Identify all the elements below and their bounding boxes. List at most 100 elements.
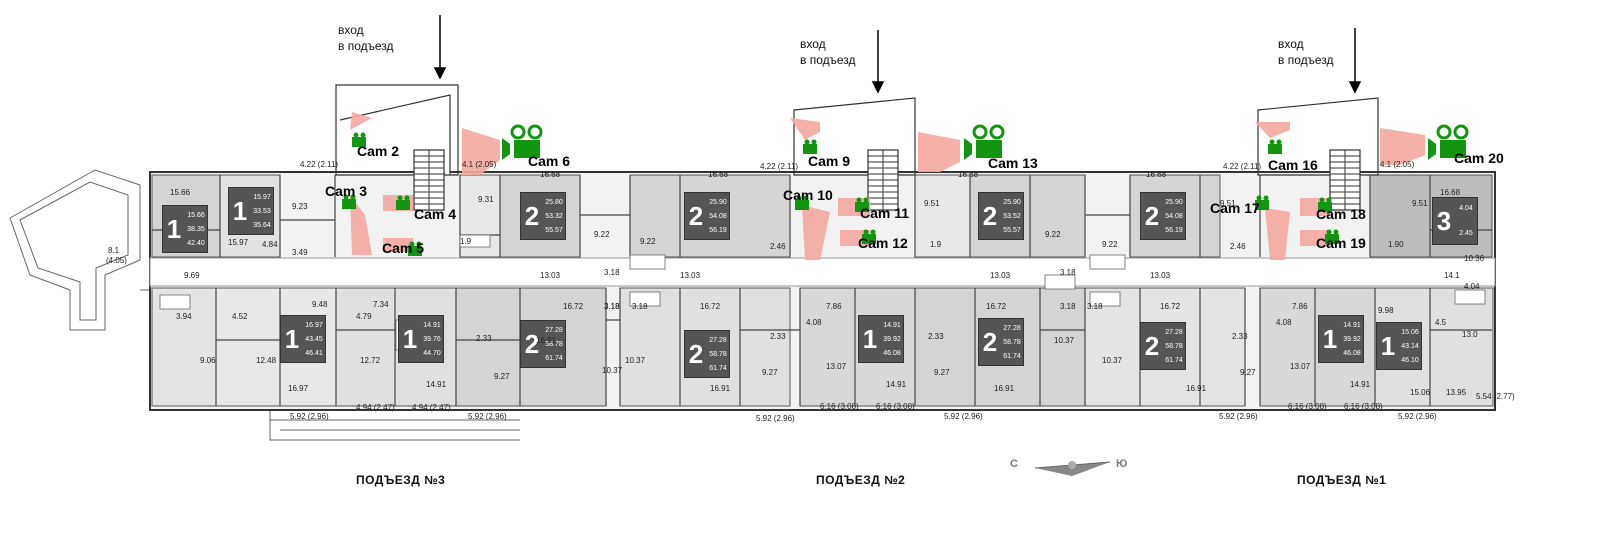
room-area-label: 13.03 <box>990 271 1011 280</box>
room-area-label: 15.66 <box>170 188 191 197</box>
room-area-label: 3.18 <box>1087 302 1103 311</box>
camera-label: Cam 12 <box>858 235 908 251</box>
camera-label: Cam 19 <box>1316 235 1366 251</box>
apartment-area-value: 46.41 <box>305 349 323 357</box>
room-area-label: 10.37 <box>1102 356 1123 365</box>
entrance-label-line2: в подъезд <box>1278 53 1334 67</box>
apartment-room-count: 1 <box>1322 323 1338 354</box>
apartment-area-value: 39.92 <box>883 335 901 343</box>
room-area-label: 5.92 (2.96) <box>468 412 507 421</box>
room-area-label: 14.91 <box>1350 380 1371 389</box>
room-area-label: 14.1 <box>1444 271 1460 280</box>
room-area-label: 9.22 <box>640 237 656 246</box>
compass-north: С <box>1010 458 1018 470</box>
room-area-label: 9.06 <box>200 356 216 365</box>
apartment-area-value: 27.28 <box>709 336 727 344</box>
room-area-label: 9.22 <box>1045 230 1061 239</box>
room-area-label: 2.46 <box>770 242 786 251</box>
apartment-area-value: 54.08 <box>709 212 727 220</box>
room-area-label: 1.9 <box>930 240 942 249</box>
camera-fov-cones <box>350 112 1425 260</box>
camera-icon-small <box>795 195 809 210</box>
room-area-label: 9.22 <box>594 230 610 239</box>
apartment-room-count: 1 <box>232 195 248 226</box>
apartment-area-value: 53.32 <box>545 212 563 220</box>
room-area-label: 4.94 (2.47) <box>356 403 395 412</box>
room-area-label: 14.91 <box>886 380 907 389</box>
apartment-area-value: 53.52 <box>1003 212 1021 220</box>
room-area-label: 16.72 <box>563 302 584 311</box>
camera-label: Cam 3 <box>325 183 368 199</box>
apartment-area-value: 46.10 <box>1401 356 1419 364</box>
apartment-area-value: 42.40 <box>187 239 205 247</box>
room-area-label: 3.94 <box>176 312 192 321</box>
apartment-area-value: 54.08 <box>1165 212 1183 220</box>
camera-label: Cam 16 <box>1268 157 1318 173</box>
apartment-area-value: 27.28 <box>545 326 563 334</box>
room-area-label: 16.68 <box>708 170 729 179</box>
room-area-label: 6.16 (3.08) <box>1344 402 1383 411</box>
camera-label: Cam 10 <box>783 187 833 203</box>
room-area-label: 9.31 <box>478 195 494 204</box>
room-area-label: 4.1 (2.05) <box>462 160 497 169</box>
apartment-area-value: 15.66 <box>187 211 205 219</box>
apartment-area-value: 25.90 <box>1165 198 1183 206</box>
room-area-label: 7.34 <box>373 300 389 309</box>
room-area-label: 5.54 (2.77) <box>1476 392 1515 401</box>
apartment-area-value: 55.57 <box>545 226 563 234</box>
room-area-label: 16.68 <box>958 170 979 179</box>
apartment-area-value: 58.78 <box>1003 338 1021 346</box>
room-area-label: 9.27 <box>1240 368 1256 377</box>
entrance-label-1: вход в подъезд <box>1278 36 1334 68</box>
camera-icon-small <box>352 132 366 147</box>
room-area-label: 16.97 <box>288 384 309 393</box>
room-area-label: 9.98 <box>1378 306 1394 315</box>
compass-south: Ю <box>1116 458 1128 470</box>
apartment-room-count: 2 <box>982 200 998 231</box>
room-area-label: 16.68 <box>1440 188 1461 197</box>
camera-icons <box>342 124 1469 256</box>
room-area-label: 9.51 <box>1412 199 1428 208</box>
camera-label: Cam 9 <box>808 153 851 169</box>
apartment-room-count: 2 <box>524 200 540 231</box>
apartment-room-count: 2 <box>1144 330 1160 361</box>
room-area-label: 1.9 <box>460 237 472 246</box>
entrance-label-line1: вход <box>338 23 364 37</box>
room-area-label: 15.97 <box>228 238 249 247</box>
apartment-area-value: 27.28 <box>1003 324 1021 332</box>
room-area-label: 16.91 <box>710 384 731 393</box>
camera-icon-small <box>1318 197 1332 212</box>
room-area-label: 9.22 <box>1102 240 1118 249</box>
camera-icon <box>1428 124 1469 160</box>
camera-label: Cam 11 <box>860 205 910 221</box>
camera-icon-small <box>1268 139 1282 154</box>
camera-label: Cam 20 <box>1454 150 1504 166</box>
section-label-3: ПОДЪЕЗД №3 <box>356 473 446 487</box>
room-area-label: 9.48 <box>312 300 328 309</box>
apartment-room-count: 1 <box>166 213 182 244</box>
section-label-1: ПОДЪЕЗД №1 <box>1297 473 1387 487</box>
apartment-room-count: 2 <box>982 326 998 357</box>
room-area-label: 3.18 <box>1060 302 1076 311</box>
apartment-area-value: 61.74 <box>1165 356 1183 364</box>
room-area-label: 4.22 (2.11) <box>760 162 799 171</box>
room-area-label: 4.22 (2.11) <box>1223 162 1262 171</box>
apartment-room-count: 1 <box>284 323 300 354</box>
